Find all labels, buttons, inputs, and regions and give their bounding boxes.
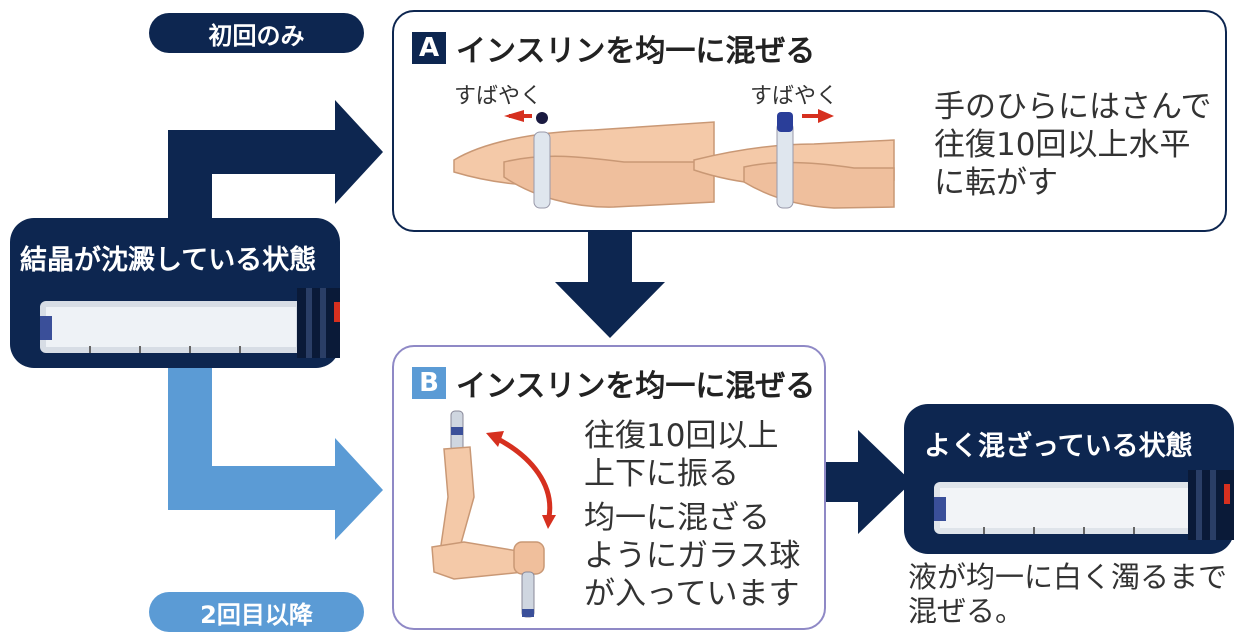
box-a: A インスリンを均一に混ぜる すばやく すばやく 手のひらにはさんで 往復10回… [392, 10, 1227, 232]
box-b-title: インスリンを均一に混ぜる [456, 369, 816, 404]
quick-right-label: すばやく [750, 84, 839, 109]
box-a-instruction-line-3: に転がす [934, 165, 1058, 201]
box-a-instruction-line-1: 手のひらにはさんで [934, 89, 1212, 125]
result-caption-line-1: 液が均一に白く濁るまで [908, 560, 1228, 594]
well-mixed-panel: よく混ざっている状態 [904, 404, 1234, 554]
box-b-instruction1-line-1: 往復10回以上 [584, 418, 779, 454]
arrow-to-box-a [168, 100, 383, 234]
insulin-cartridge-illustration [40, 288, 340, 358]
arrow-b-to-result [826, 430, 912, 534]
mixed-cartridge-illustration [934, 470, 1234, 540]
box-b-instruction1-line-2: 上下に振る [584, 456, 739, 492]
box-b-header: B インスリンを均一に混ぜる [412, 361, 815, 405]
box-b: B インスリンを均一に混ぜる 往復10回以上 上下に振る 均一に混ざる ようにガ… [392, 345, 826, 630]
box-b-instruction2-line-2: ようにガラス球 [584, 538, 801, 574]
second-onwards-label: 2回目以降 [149, 592, 364, 632]
quick-left-label: すばやく [454, 84, 543, 109]
box-b-badge: B [412, 367, 446, 399]
arrow-to-box-b [168, 362, 383, 540]
well-mixed-title: よく混ざっている状態 [924, 431, 1193, 462]
shaking-arm-illustration [431, 410, 556, 618]
first-only-label: 初回のみ [149, 13, 364, 53]
box-a-instruction-line-2: 往復10回以上水平 [934, 127, 1191, 163]
precipitated-state-panel: 結晶が沈澱している状態 [10, 218, 340, 368]
box-a-header: A インスリンを均一に混ぜる [412, 26, 815, 70]
result-caption-line-2: 混ぜる。 [908, 594, 1025, 628]
box-b-instruction2-line-3: が入っています [584, 576, 800, 612]
box-b-instruction2-line-1: 均一に混ざる [584, 500, 770, 536]
box-a-badge: A [412, 32, 446, 64]
rolling-hands-illustration [453, 109, 895, 209]
arrow-a-to-b [555, 232, 665, 338]
precipitated-state-title: 結晶が沈澱している状態 [20, 245, 317, 276]
box-a-title: インスリンを均一に混ぜる [456, 34, 816, 69]
